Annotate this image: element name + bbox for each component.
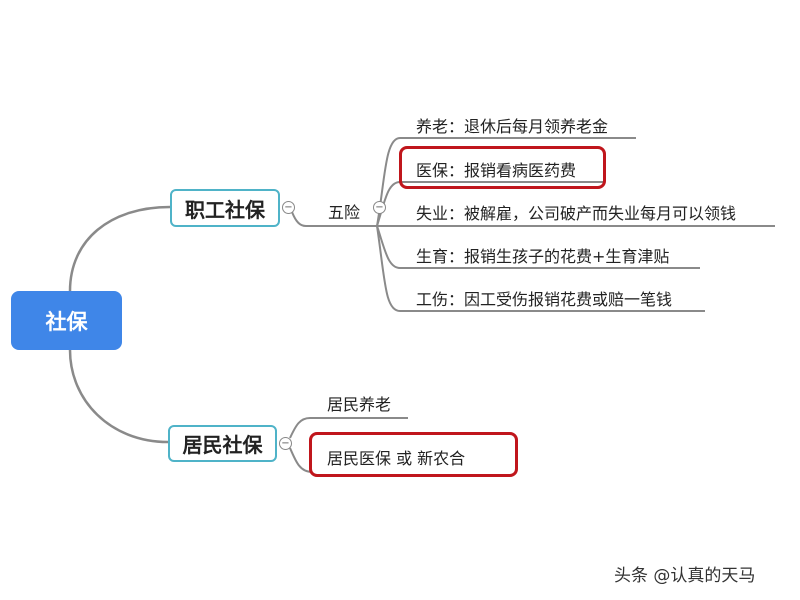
connector-jumin-yanglao xyxy=(289,417,408,439)
leaf-yibao[interactable]: 医保：报销看病医药费 xyxy=(416,161,577,180)
branch-node-jumin[interactable]: 居民社保 xyxy=(168,425,277,462)
connector-root-to-jumin xyxy=(68,349,169,444)
leaf-yanglao[interactable]: 养老：退休后每月领养老金 xyxy=(416,117,609,136)
highlight-box xyxy=(399,146,606,189)
branch-label: 居民社保 xyxy=(182,433,263,457)
connector-shengyu xyxy=(376,225,700,269)
root-label: 社保 xyxy=(45,309,88,334)
connector-root-to-zhigong xyxy=(68,205,171,292)
highlight-box xyxy=(309,432,518,477)
leaf-gongshang[interactable]: 工伤：因工受伤报销花费或赔一笔钱 xyxy=(416,290,673,309)
leaf-shiye[interactable]: 失业：被解雇，公司破产而失业每月可以领钱 xyxy=(416,204,737,223)
connector-zhigong-to-wuxian xyxy=(291,211,376,227)
branch-label: 职工社保 xyxy=(185,197,265,222)
group-label-wuxian[interactable]: 五险 xyxy=(328,203,361,222)
leaf-jumin-yanglao[interactable]: 居民养老 xyxy=(327,395,392,414)
leaf-jumin-yibao[interactable]: 居民医保 或 新农合 xyxy=(327,449,466,468)
branch-node-zhigong[interactable]: 职工社保 xyxy=(170,189,280,227)
connector-gongshang xyxy=(376,225,705,312)
collapse-toggle-icon[interactable]: − xyxy=(279,437,292,450)
leaf-shengyu[interactable]: 生育：报销生孩子的花费+生育津贴 xyxy=(416,247,670,266)
root-node[interactable]: 社保 xyxy=(11,291,122,350)
collapse-toggle-icon[interactable]: − xyxy=(282,201,295,214)
watermark: 头条 @认真的天马 xyxy=(614,566,756,586)
collapse-toggle-icon[interactable]: − xyxy=(373,201,386,214)
